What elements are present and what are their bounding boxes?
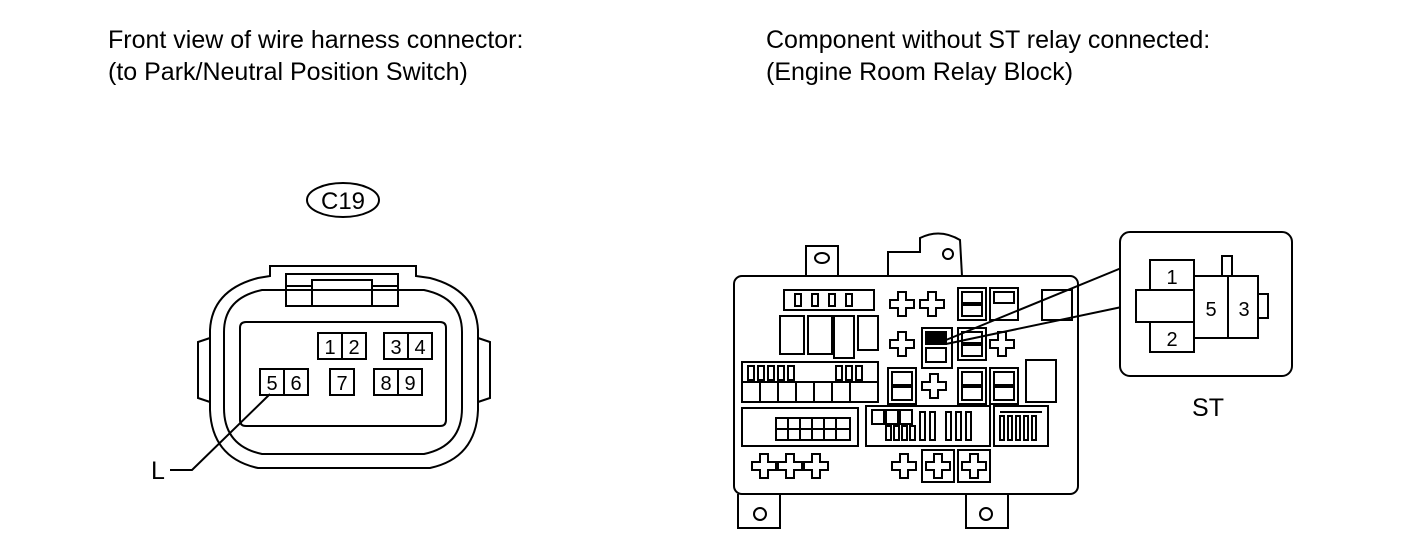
pin-2: 2 [341,332,367,360]
connector-lower-left [741,407,859,447]
svg-text:5: 5 [266,373,277,395]
left-caption-line2: (to Park/Neutral Position Switch) [108,58,468,86]
svg-text:6: 6 [290,373,301,395]
right-caption-line2: (Engine Room Relay Block) [766,58,1074,86]
right-caption-line1: Component without ST relay connected: [766,26,1211,54]
pin-5: 5 [259,368,285,396]
top-tab-right [887,232,963,277]
connector-right-ear [477,337,491,403]
connector-lower-right [993,405,1049,447]
st-detail-frame [1119,231,1293,377]
svg-text:4: 4 [414,337,425,359]
bottom-tab-right [965,494,1009,529]
svg-text:9: 9 [404,373,415,395]
top-tab-left [805,245,839,276]
st-pin-5: 5 [1205,299,1216,321]
callout-wedge [945,261,1137,345]
pin-1: 1 [317,332,343,360]
st-side-tab [1257,293,1269,319]
pin-3: 3 [383,332,409,360]
pin-7: 7 [329,368,355,396]
cross-socket [889,291,915,317]
connector-code-oval [306,182,380,218]
connector-cavity [239,321,447,427]
connector-inner-wall [223,289,463,455]
fuse-row-top [783,289,875,311]
wire-leader-line [170,393,271,471]
svg-text:3: 3 [390,337,401,359]
svg-text:2: 2 [1166,329,1177,351]
connector-lower-middle [865,405,991,447]
svg-text:1: 1 [324,337,335,359]
left-caption-line1: Front view of wire harness connector: [108,26,524,54]
pin-9: 9 [397,368,423,396]
right-caption: Component without ST relay connected: (E… [766,24,1210,88]
pin-4: 4 [407,332,433,360]
connector-code: C19 [321,188,365,215]
st-relay-label: ST [1192,394,1224,422]
pin-6: 6 [283,368,309,396]
wire-color-label: L [151,457,165,485]
st-pin-3: 3 [1238,299,1249,321]
svg-text:1: 1 [1166,267,1177,289]
st-relay-detail: 1 2 5 3 ST [1119,231,1293,422]
connector-latch-tab [311,279,373,307]
bottom-tab-left [737,494,781,529]
st-relay-socket [921,327,953,369]
connector-housing [209,265,479,469]
svg-text:2: 2 [348,337,359,359]
connector-c19: C19 1 2 3 4 5 [151,182,491,485]
connector-left-ear [197,337,211,403]
st-relay-hatch [925,331,947,345]
st-top-tab [1221,255,1233,277]
relay-block-body [733,275,1079,495]
pin-8: 8 [373,368,399,396]
svg-text:8: 8 [380,373,391,395]
engine-room-relay-block [733,232,1137,529]
svg-text:7: 7 [336,373,347,395]
left-caption: Front view of wire harness connector: (t… [108,24,523,88]
